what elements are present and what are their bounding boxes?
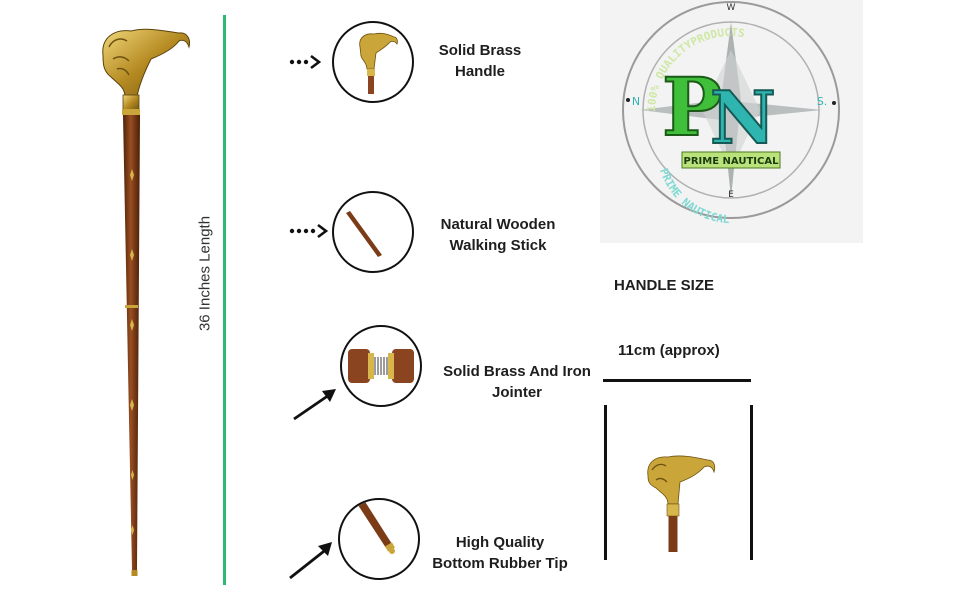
arrow-3 [293,389,336,421]
walking-stick-image [102,28,190,576]
size-bracket-right [750,405,753,560]
handle-closeup-image [647,455,716,552]
logo-south: E [728,190,734,200]
dotted-arrow-2 [289,223,329,239]
feature-label-4: High Quality Bottom Rubber Tip [432,534,568,572]
handle-size-value: 11cm (approx) [618,342,720,359]
length-measure-line [223,15,226,585]
logo-monogram-p: P [662,60,722,154]
brand-logo: 100% QUALITYPRODUCTS PRIME NAUTICAL P N … [600,0,863,243]
dotted-arrow-1 [289,54,322,70]
rubber-tip-icon [338,498,420,580]
logo-ring-bottom: PRIME NAUTICAL [657,167,730,227]
jointer-icon [340,325,422,407]
size-measure-line [603,379,751,382]
feature-label-1: Solid Brass Handle [438,42,522,80]
logo-east: S. [817,95,827,108]
feature-label-3: Solid Brass And Iron Jointer [443,363,591,401]
size-bracket-left [604,405,607,560]
logo-ribbon: PRIME NAUTICAL [684,156,780,167]
logo-west: N [632,95,640,108]
feature-label-2: Natural Wooden Walking Stick [440,216,556,254]
logo-north: W [727,3,736,13]
handle-size-title: HANDLE SIZE [614,277,715,294]
brass-handle-icon [332,21,414,103]
wooden-stick-icon [332,191,414,273]
arrow-4 [289,542,332,580]
logo-monogram-n: N [710,75,776,160]
